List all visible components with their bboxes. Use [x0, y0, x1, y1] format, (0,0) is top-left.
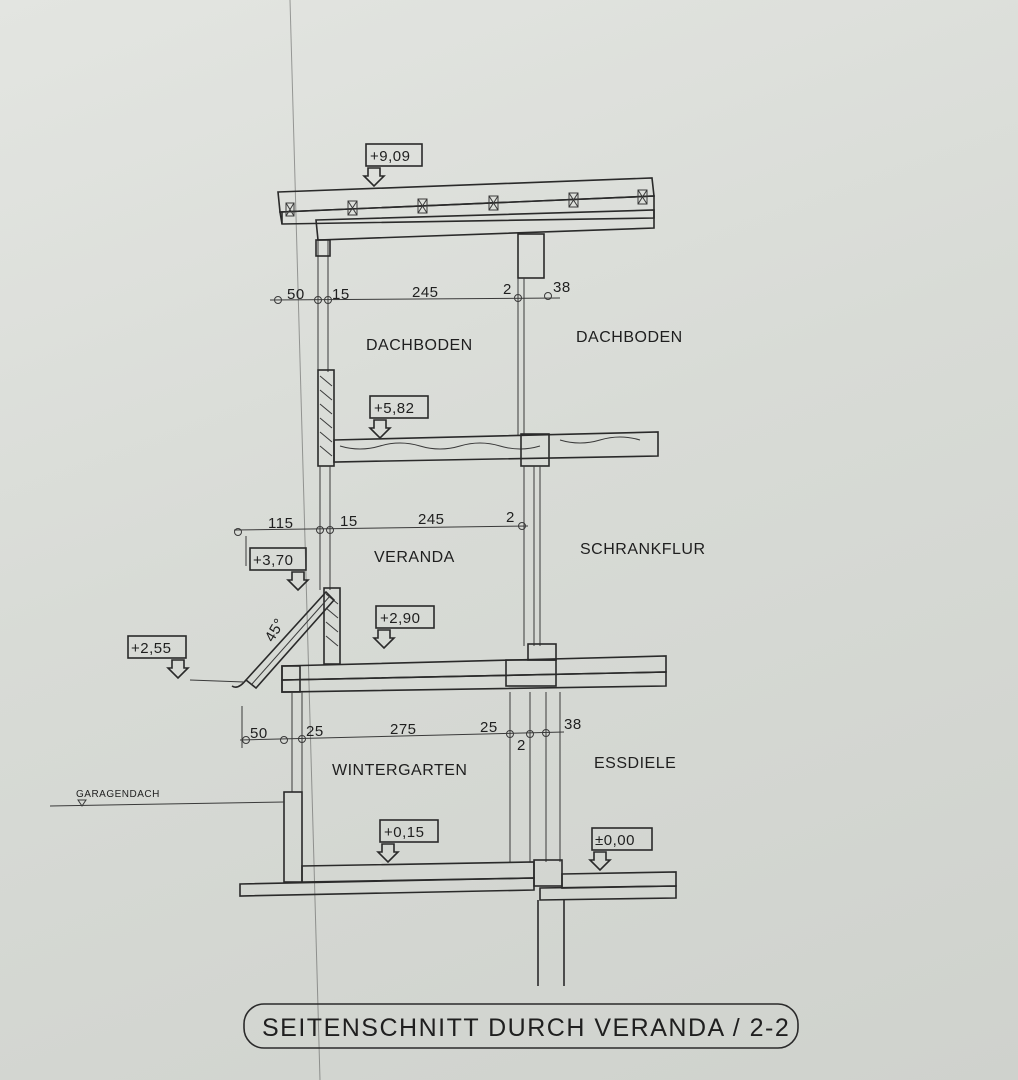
svg-text:+2,90: +2,90 — [380, 610, 420, 627]
dim-mid-2: 2 — [506, 509, 515, 526]
garage-roof-line — [49, 801, 285, 807]
level-marker-veranda-floor: +2,90 — [372, 605, 435, 650]
room-wintergarten: WINTERGARTEN — [332, 762, 467, 779]
dimension-mid — [233, 522, 529, 566]
room-dachboden-right: DACHBODEN — [576, 329, 683, 346]
dim-top-38: 38 — [553, 279, 571, 296]
svg-text:+5,82: +5,82 — [374, 400, 414, 417]
level-marker-veranda-roof: +3,70 — [249, 547, 310, 592]
room-schrankflur: SCHRANKFLUR — [580, 541, 706, 558]
dim-top-15: 15 — [332, 286, 350, 303]
angle-label: 45° — [262, 615, 289, 644]
svg-text:+3,70: +3,70 — [253, 552, 293, 569]
roof-structure — [277, 177, 655, 279]
veranda-roof — [231, 587, 341, 690]
room-essdiele: ESSDIELE — [594, 755, 676, 772]
dim-low-50: 50 — [250, 725, 268, 742]
dim-low-25a: 25 — [306, 723, 324, 740]
svg-text:+2,55: +2,55 — [131, 640, 171, 657]
level-marker-roof: +9,09 — [362, 143, 423, 188]
dim-top-2: 2 — [503, 281, 512, 298]
level-marker-gutter: +2,55 — [127, 635, 245, 683]
svg-text:SEITENSCHNITT DURCH VERANDA /: SEITENSCHNITT DURCH VERANDA / 2-2 — [262, 1014, 790, 1042]
svg-text:±0,00: ±0,00 — [595, 832, 635, 849]
dim-top-50: 50 — [287, 286, 305, 303]
drawing-title: SEITENSCHNITT DURCH VERANDA / 2-2 — [243, 1003, 799, 1049]
room-veranda: VERANDA — [374, 549, 455, 566]
dimension-top — [269, 292, 561, 304]
dim-mid-245: 245 — [418, 511, 445, 528]
attic-floor-slab — [317, 369, 659, 467]
dim-low-275: 275 — [390, 721, 417, 738]
dim-low-38: 38 — [564, 716, 582, 733]
garage-label: GARAGENDACH — [76, 789, 160, 800]
room-dachboden-left: DACHBODEN — [366, 337, 473, 354]
level-marker-wintergarten: +0,15 — [376, 819, 439, 864]
sheet-fold-line — [289, 0, 321, 1080]
dim-top-245: 245 — [412, 284, 439, 301]
level-marker-ground: ±0,00 — [588, 827, 653, 872]
dim-low-25b: 25 — [480, 719, 498, 736]
dim-mid-15: 15 — [340, 513, 358, 530]
garage-marker-icon — [77, 799, 87, 807]
ground-floor-slab — [239, 791, 677, 986]
attic-left-wall — [315, 239, 331, 372]
dim-low-2: 2 — [517, 737, 526, 754]
level-marker-attic: +5,82 — [368, 395, 429, 440]
veranda-floor-slab — [281, 643, 667, 693]
dim-mid-115: 115 — [268, 515, 293, 532]
svg-text:+0,15: +0,15 — [384, 824, 424, 841]
svg-text:+9,09: +9,09 — [370, 148, 410, 165]
dimension-low — [239, 706, 565, 748]
